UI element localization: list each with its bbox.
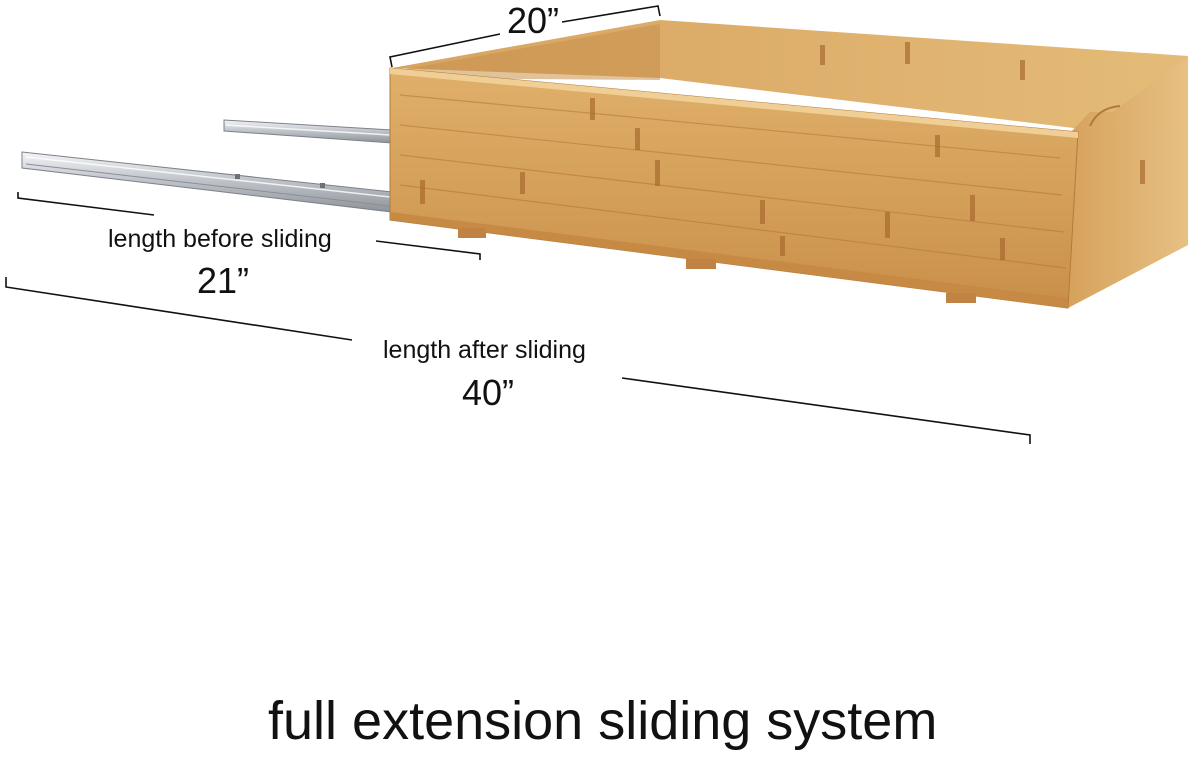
drawer-foot xyxy=(458,228,486,238)
bamboo-drawer xyxy=(389,20,1188,309)
slide-rail-lower xyxy=(21,151,393,213)
drawer-foot xyxy=(686,259,716,269)
before-sliding-label: length before sliding xyxy=(108,225,332,253)
width-value: 20” xyxy=(507,0,560,41)
before-dimension-line xyxy=(17,192,155,216)
after-sliding-label: length after sliding xyxy=(383,336,586,364)
dimension-lines xyxy=(5,5,1031,444)
before-sliding-value: 21” xyxy=(197,260,250,301)
width-dimension-line xyxy=(389,33,501,68)
slide-rail-upper xyxy=(223,119,393,144)
drawer-foot xyxy=(946,293,976,303)
after-sliding-value: 40” xyxy=(462,372,515,413)
drawer-right-side xyxy=(1068,58,1188,308)
after-dimension-line xyxy=(5,277,353,341)
caption-text: full extension sliding system xyxy=(268,691,938,751)
